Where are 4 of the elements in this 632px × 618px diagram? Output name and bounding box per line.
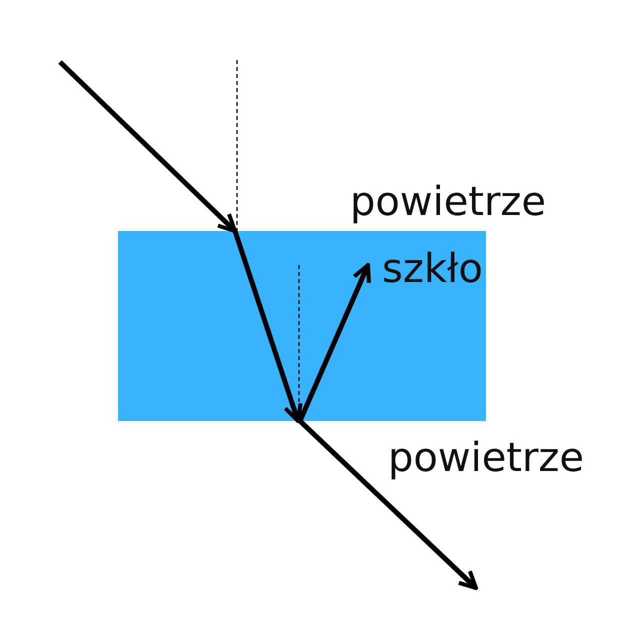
glass-block [118, 231, 486, 421]
medium-label: szkło [382, 249, 483, 289]
medium-label: powietrze [350, 182, 546, 222]
medium-label: powietrze [388, 438, 584, 478]
